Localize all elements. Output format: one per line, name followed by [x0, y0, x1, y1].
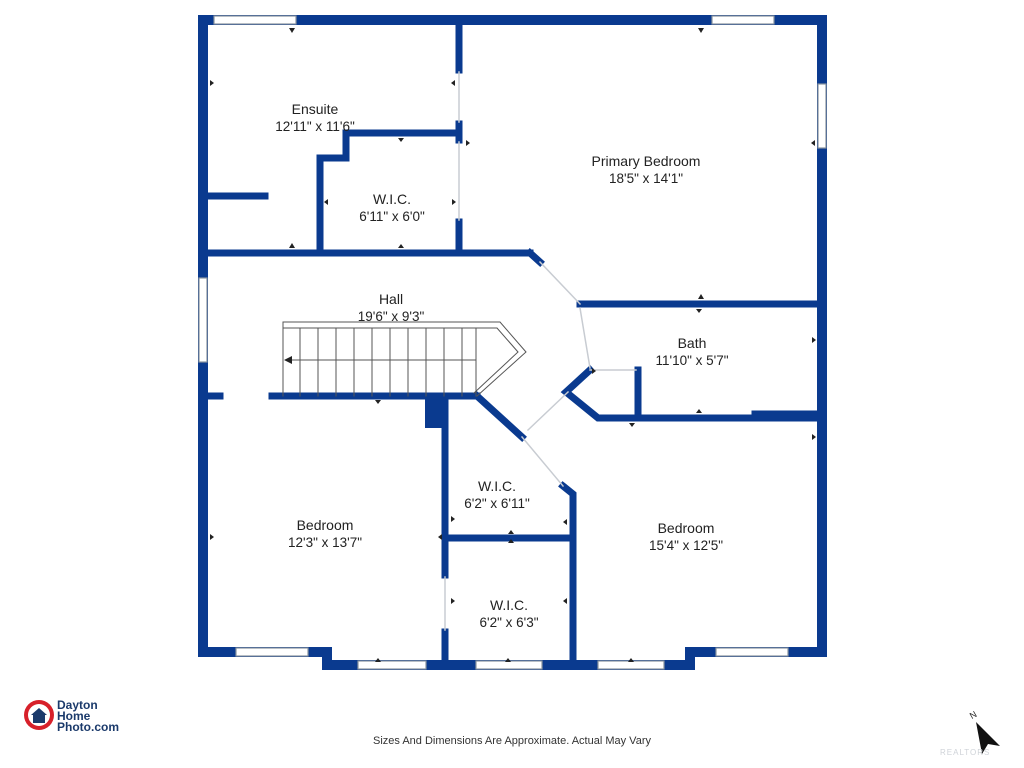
- room-dimensions: 11'10" x 5'7": [655, 353, 729, 368]
- room-name: W.I.C.: [372, 191, 412, 207]
- room-label-bedroom-right: Bedroom 15'4" x 12'5": [649, 519, 723, 555]
- room-name: Primary Bedroom: [591, 153, 701, 169]
- door-openings: [444, 71, 637, 631]
- windows: [198, 15, 827, 670]
- wall-column: [425, 398, 445, 428]
- room-dimensions: 6'2" x 6'11": [464, 496, 530, 511]
- room-name: Bedroom: [296, 517, 354, 533]
- north-arrow-icon: [976, 722, 1000, 754]
- logo-line-1: Dayton: [57, 698, 98, 712]
- room-dimensions: 15'4" x 12'5": [648, 538, 724, 553]
- room-dimensions: 6'2" x 6'3": [479, 615, 539, 630]
- room-name: Bath: [677, 335, 707, 351]
- north-compass: N: [964, 708, 1004, 758]
- logo-line-2: Home: [57, 709, 91, 723]
- room-label-wic-bottom: W.I.C. 6'2" x 6'3": [479, 596, 538, 632]
- logo-text: Dayton Home Photo.com: [57, 698, 119, 734]
- room-label-bath: Bath 11'10" x 5'7": [655, 334, 728, 370]
- room-label-primary-bedroom: Primary Bedroom 18'5" x 14'1": [592, 152, 701, 188]
- room-name: Bedroom: [657, 520, 715, 536]
- room-name: Ensuite: [291, 101, 339, 117]
- room-label-wic-middle: W.I.C. 6'2" x 6'11": [464, 477, 530, 513]
- stair-arrow-icon: [284, 356, 292, 364]
- room-label-ensuite: Ensuite 12'11" x 11'6": [275, 100, 355, 136]
- room-label-wic-primary: W.I.C. 6'11" x 6'0": [359, 190, 425, 226]
- room-label-hall: Hall 19'6" x 9'3": [358, 290, 425, 326]
- room-name: W.I.C.: [489, 597, 529, 613]
- room-dimensions: 18'5" x 14'1": [608, 171, 684, 186]
- room-name: W.I.C.: [477, 478, 517, 494]
- room-dimensions: 12'11" x 11'6": [275, 119, 355, 134]
- disclaimer-text: Sizes And Dimensions Are Approximate. Ac…: [373, 735, 651, 747]
- staircase: [282, 321, 527, 397]
- room-label-bedroom-left: Bedroom 12'3" x 13'7": [288, 516, 362, 552]
- dimension-markers: [210, 28, 816, 662]
- room-name: Hall: [378, 291, 404, 307]
- room-dimensions: 12'3" x 13'7": [287, 535, 363, 550]
- room-dimensions: 19'6" x 9'3": [357, 309, 425, 324]
- logo-house-icon: [24, 700, 54, 730]
- room-dimensions: 6'11" x 6'0": [359, 209, 425, 224]
- watermark-text: REALTORS: [940, 748, 991, 757]
- logo-line-3: Photo.com: [57, 720, 119, 734]
- interior-walls: [204, 21, 821, 667]
- floor-plan: [198, 15, 827, 670]
- brand-logo: Dayton Home Photo.com: [24, 698, 164, 736]
